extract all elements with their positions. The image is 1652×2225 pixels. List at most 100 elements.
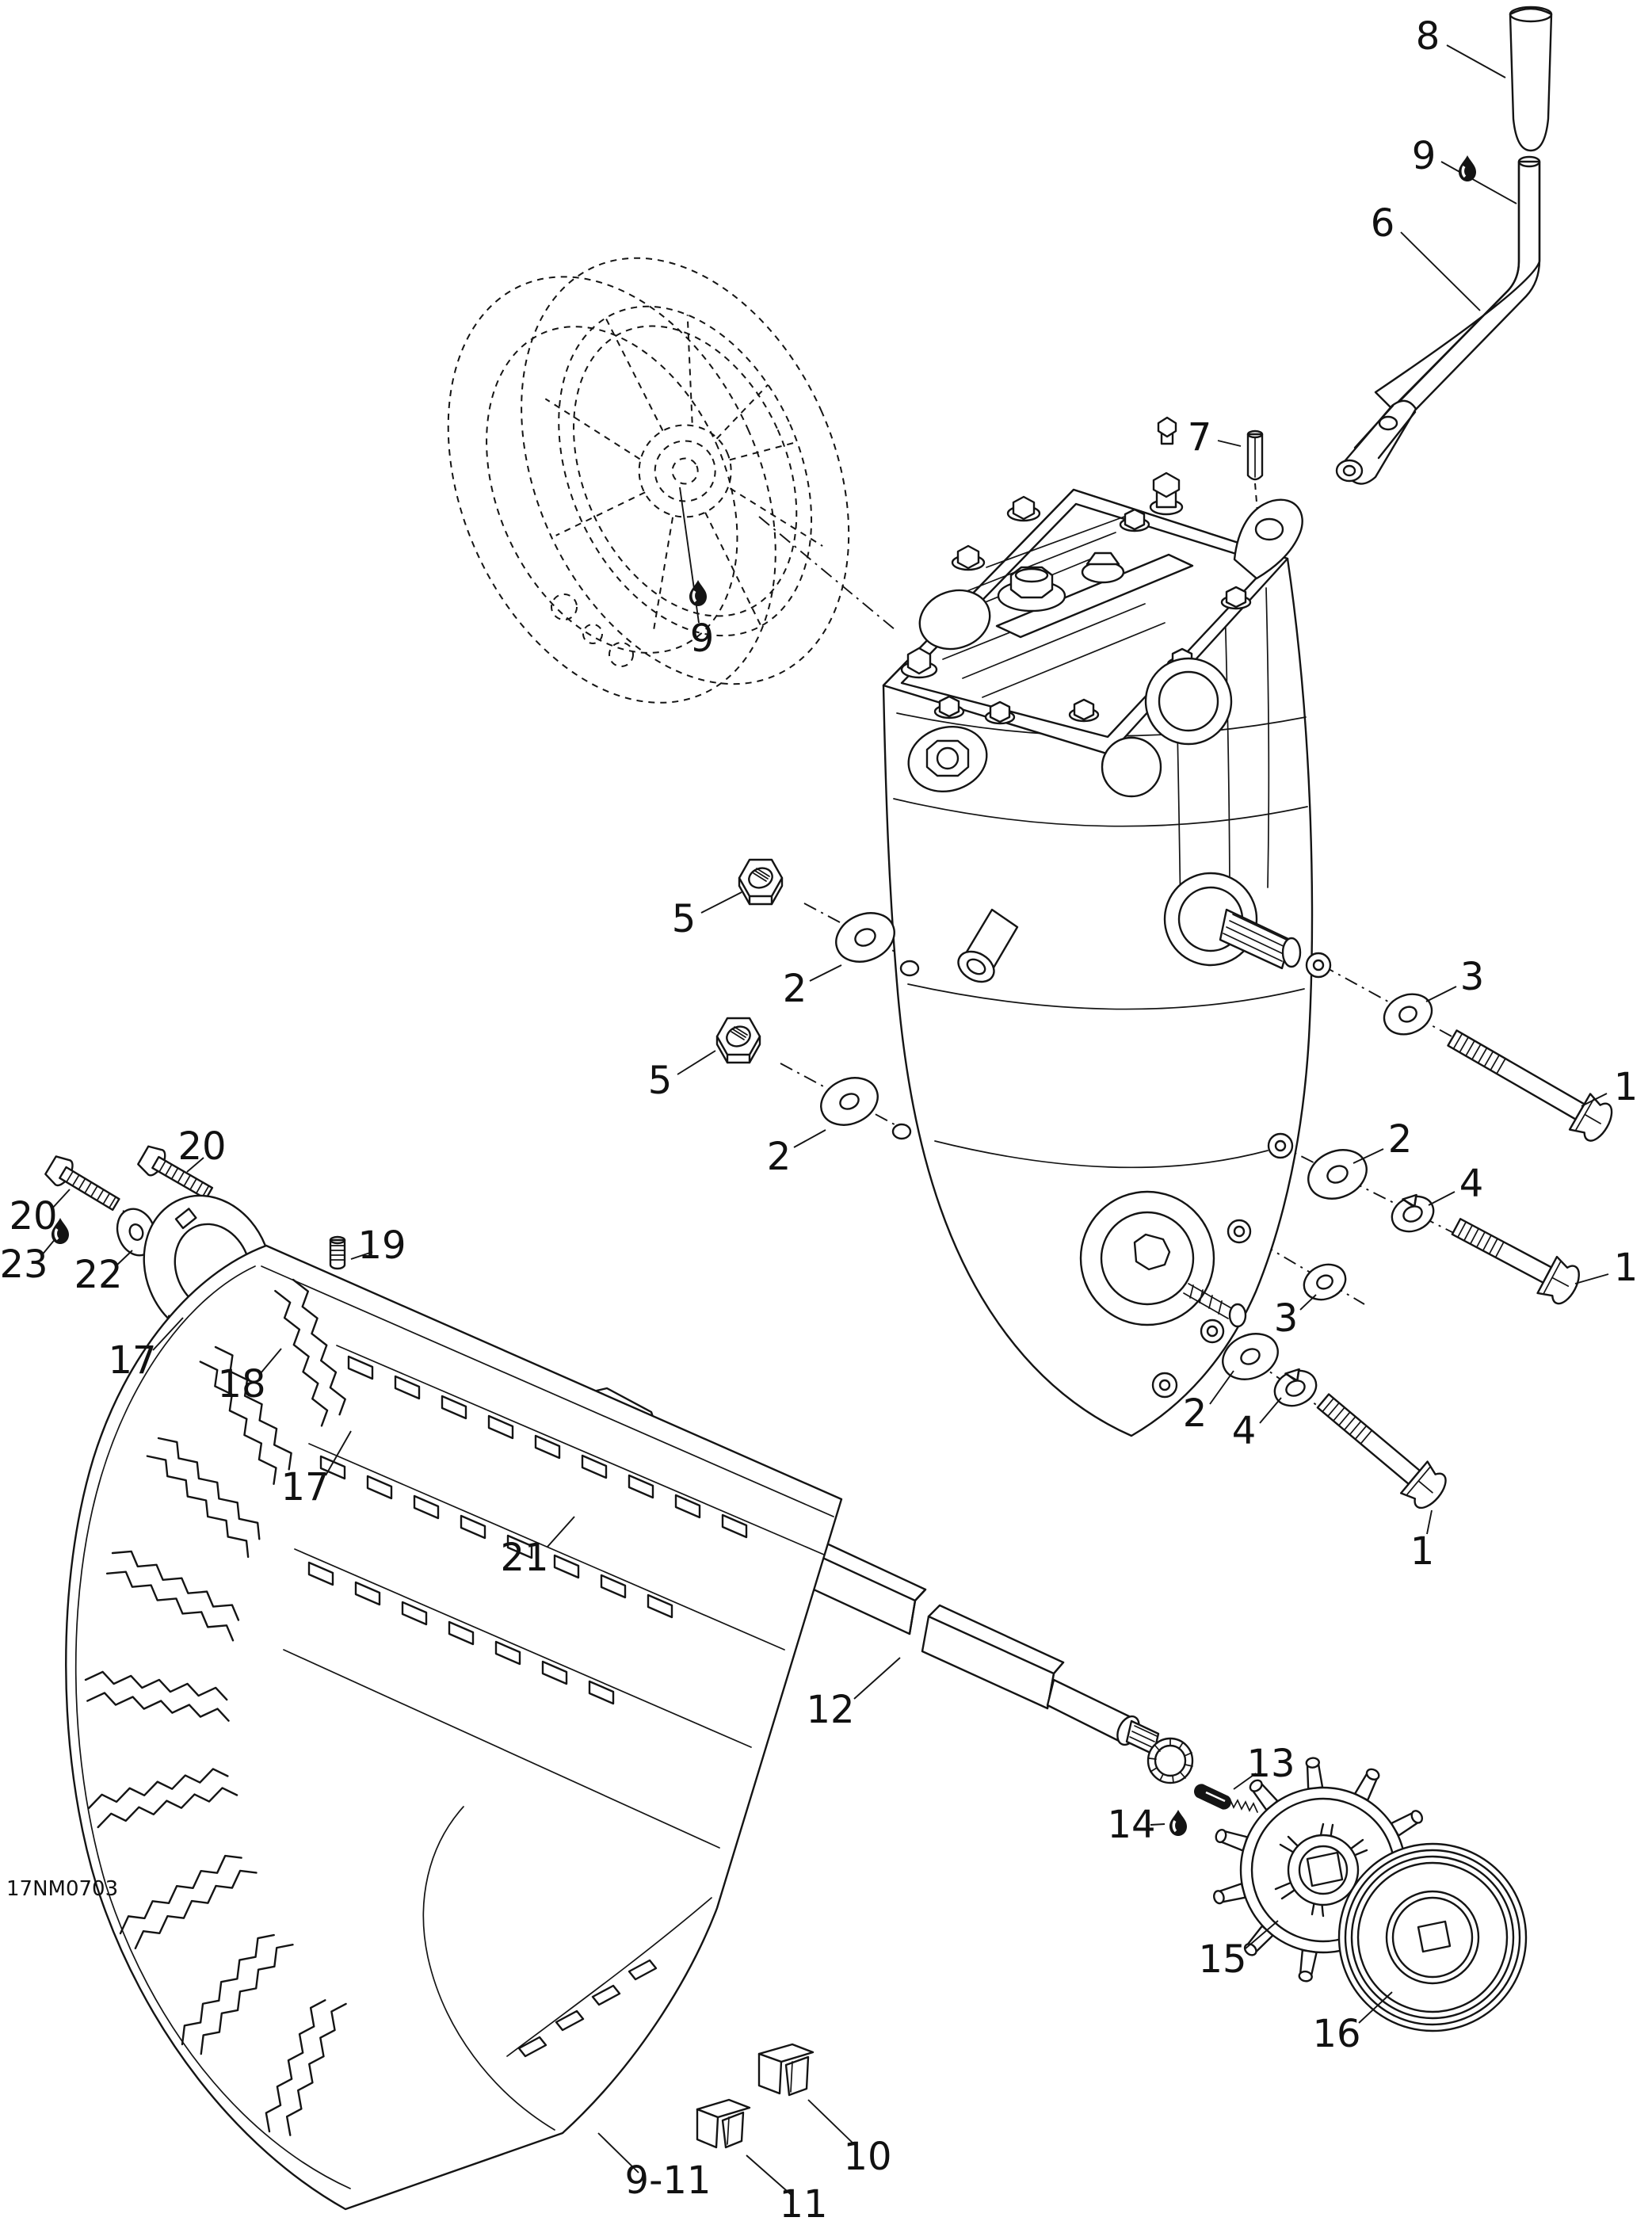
callout-leader	[793, 1129, 826, 1148]
callout-label: 23	[0, 1242, 48, 1287]
gearbox-outlet-pipe	[957, 908, 1019, 983]
flat-washer-2d	[1222, 1333, 1279, 1380]
callout-label: 3	[1460, 955, 1485, 999]
track-clip-11	[696, 2098, 751, 2149]
callout-label: 1	[1614, 1065, 1639, 1109]
spring-13	[1229, 1798, 1258, 1813]
drive-pulley	[447, 257, 850, 704]
callout-leader	[1209, 1370, 1234, 1405]
callout-leader	[1425, 986, 1457, 1002]
callout-leader	[807, 2099, 858, 2148]
gear-lever-group	[1246, 6, 1553, 485]
callout-leader	[1299, 1294, 1317, 1311]
callout-leader	[1150, 1823, 1166, 1826]
callout-leader	[1581, 1093, 1608, 1107]
hex-nut-5b	[715, 1017, 761, 1064]
callout-label: 4	[1459, 1162, 1484, 1206]
callout-leader	[1574, 1273, 1609, 1284]
callout-leader	[1259, 1397, 1282, 1424]
callout-label: 4	[1232, 1409, 1257, 1453]
oil-drop-icon	[1459, 155, 1476, 181]
track-tread-rows	[84, 1278, 347, 2136]
flat-washer-3b	[1303, 1263, 1347, 1301]
gearbox-studs	[891, 960, 920, 1140]
sprocket-hub-square-hole	[1306, 1851, 1344, 1887]
callout-label: 17	[108, 1338, 156, 1383]
gearbox-shift-arm	[1233, 498, 1303, 580]
callout-label: 2	[1388, 1117, 1413, 1162]
hex-bolt-20a	[44, 1155, 120, 1212]
flat-washer-2b	[820, 1077, 879, 1126]
oil-drop-icon	[689, 580, 707, 606]
gear-shift-lever	[1335, 155, 1541, 485]
callout-label: 11	[779, 2182, 827, 2225]
callout-leader	[1428, 1191, 1456, 1206]
hex-nut-5a	[738, 858, 784, 906]
callout-leader	[1426, 1509, 1433, 1535]
callout-leader	[1446, 44, 1506, 78]
callout-label: 18	[217, 1362, 265, 1406]
gearbox-mounting-lug	[918, 589, 991, 651]
callout-label: 9	[1412, 134, 1436, 178]
callout-leader	[597, 2132, 639, 2173]
callout-label: 16	[1312, 2012, 1360, 2056]
oil-drop-icon	[1169, 1810, 1187, 1836]
callout-label: 14	[1107, 1803, 1155, 1847]
lever-pin	[1246, 429, 1264, 481]
callout-leader	[1245, 1920, 1279, 1949]
pulley-spokes	[544, 315, 823, 629]
gearbox-ribs	[893, 563, 1308, 1169]
output-splined-shaft	[1219, 908, 1332, 979]
gearbox-filler-plug	[997, 566, 1066, 613]
callout-label: 15	[1198, 1937, 1246, 1982]
callout-leader	[1400, 231, 1481, 311]
callout-leader	[746, 2154, 794, 2197]
gearbox	[882, 416, 1332, 1437]
callout-label: 21	[500, 1536, 548, 1580]
callout-label: 10	[843, 2135, 891, 2179]
mounting-nut-washer-group	[715, 858, 895, 1126]
lock-washer-4b	[1273, 1368, 1318, 1407]
hex-bolt-1a	[1447, 1029, 1613, 1142]
flat-washer-2a	[835, 912, 895, 963]
callout-leader	[350, 1251, 373, 1260]
callout-leader	[1358, 1991, 1393, 2024]
idler-wheel-16	[1337, 1842, 1528, 2032]
callout-label: 2	[767, 1135, 792, 1179]
callout-leader	[1440, 161, 1517, 204]
wheel-hub-square-hole	[1417, 1920, 1452, 1953]
callout-label: 9-11	[625, 2158, 712, 2203]
callout-leader	[325, 1430, 352, 1476]
lower-output-boss	[1079, 1190, 1247, 1328]
callout-label: 2	[1183, 1391, 1208, 1436]
callout-label: 8	[1416, 14, 1440, 59]
track-inner-surface	[283, 1345, 825, 1849]
woodruff-key-13	[1194, 1784, 1258, 1813]
rubber-track	[65, 1244, 843, 2211]
hex-bolt-1b	[1451, 1218, 1580, 1305]
callout-label: 7	[1188, 415, 1212, 460]
gearbox-bolt-ears	[1151, 1132, 1294, 1399]
callout-label: 17	[280, 1465, 329, 1509]
callout-label: 13	[1246, 1742, 1295, 1786]
gearbox-vent-fitting	[1149, 416, 1184, 516]
callout-label: 9	[690, 616, 715, 661]
flat-washer-3a	[1383, 993, 1433, 1036]
callout-leader	[152, 1317, 184, 1351]
gearbox-oil-port	[907, 725, 988, 793]
hex-bolt-1c	[1316, 1393, 1447, 1509]
callout-leader	[677, 1050, 716, 1075]
case-fastener-group	[1222, 993, 1613, 1509]
callout-label: 20	[177, 1124, 226, 1169]
callout-leader	[1233, 1773, 1257, 1790]
callout-label: 22	[74, 1253, 122, 1297]
callout-leader	[809, 964, 842, 982]
callout-label: 1	[1410, 1529, 1435, 1574]
gearbox-dome-plug	[1081, 551, 1125, 584]
track-loop-interior	[422, 1806, 712, 2131]
callout-leader	[260, 1348, 282, 1374]
callout-leader	[186, 1157, 204, 1173]
